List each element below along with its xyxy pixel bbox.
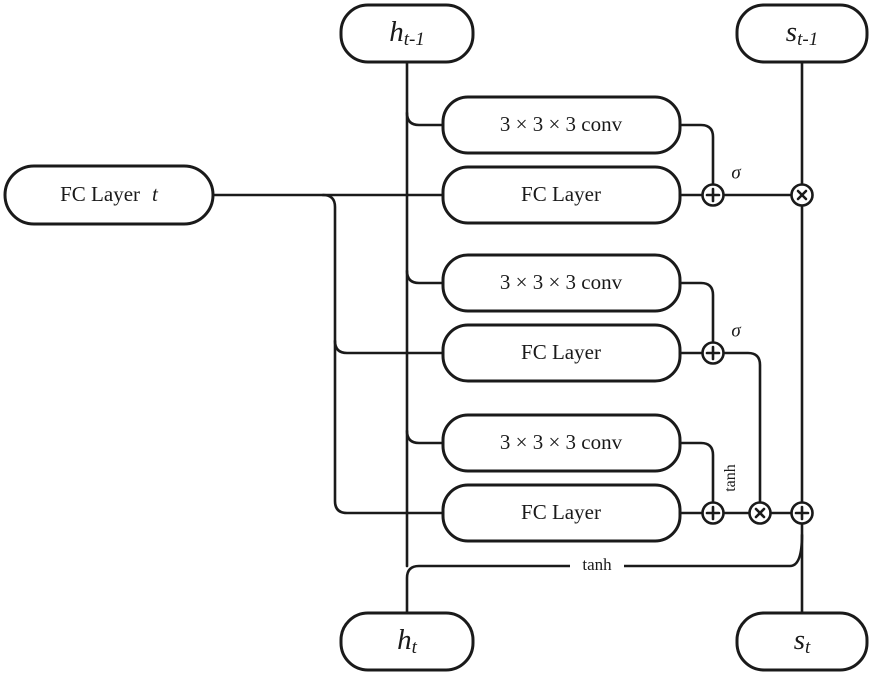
wire-add-2-to-mul-2 [721, 351, 762, 505]
wire-conv-3-to-add-3 [678, 441, 715, 505]
s-out-label: st [794, 624, 811, 659]
input-fc-layer-box[interactable] [3, 164, 215, 226]
h-prev-box[interactable] [339, 3, 475, 64]
conv-3-label: 3 × 3 × 3 conv [500, 430, 623, 454]
fc-1-label: FC Layer [521, 182, 601, 206]
conv-2-label: 3 × 3 × 3 conv [500, 270, 623, 294]
wire-input-to-fc-2 [333, 339, 445, 355]
operator-mul-2[interactable] [748, 501, 772, 525]
wire-conv-2-to-add-2 [678, 281, 715, 345]
wire-conv-1-to-add-1 [678, 123, 715, 187]
block-conv-2[interactable]: 3 × 3 × 3 conv [441, 253, 682, 313]
tanh-1-label: tanh [722, 464, 739, 492]
block-fc-1[interactable]: FC Layer [441, 165, 682, 225]
fc-3-label: FC Layer [521, 500, 601, 524]
block-fc-3[interactable]: FC Layer [441, 483, 682, 543]
s-prev-box[interactable] [735, 3, 869, 64]
block-fc-2[interactable]: FC Layer [441, 323, 682, 383]
operator-add-3[interactable] [701, 501, 725, 525]
s-out-box[interactable] [735, 611, 869, 672]
wire-h-prev-to-conv-3 [405, 429, 445, 445]
s-prev-label: st-1 [786, 16, 818, 51]
mul-2-x-b [754, 507, 766, 519]
operator-add-4[interactable] [790, 501, 814, 525]
operator-add-2[interactable] [701, 341, 725, 365]
tanh-2-label-top: tanh [582, 555, 612, 574]
wire-h-prev-to-conv-2 [405, 269, 445, 285]
block-conv-3[interactable]: 3 × 3 × 3 conv [441, 413, 682, 473]
state-node-s-out[interactable]: st [735, 611, 869, 672]
tanh-2-label-backdrop [570, 556, 624, 576]
wire-input-down-column [321, 193, 445, 515]
fc-3-box[interactable] [441, 483, 682, 543]
block-conv-1[interactable]: 3 × 3 × 3 conv [441, 95, 682, 155]
state-node-h-prev[interactable]: ht-1 [339, 3, 475, 64]
wire-h-prev-to-conv-1 [405, 111, 445, 127]
sigma-2-label: σ [731, 320, 741, 341]
conv-2-box[interactable] [441, 253, 682, 313]
fc-1-box[interactable] [441, 165, 682, 225]
sigma-1-label: σ [731, 162, 741, 183]
fc-2-box[interactable] [441, 323, 682, 383]
h-prev-label: ht-1 [389, 16, 425, 51]
state-node-h-out[interactable]: ht [339, 611, 475, 672]
wire-s-to-h-out-tanh [405, 533, 804, 615]
conv-3-box[interactable] [441, 413, 682, 473]
fc-2-label: FC Layer [521, 340, 601, 364]
wire-layer [211, 60, 804, 615]
operator-mul-1[interactable] [790, 183, 814, 207]
conv-1-box[interactable] [441, 95, 682, 155]
h-out-label: ht [397, 624, 418, 659]
h-out-box[interactable] [339, 611, 475, 672]
conv-1-label: 3 × 3 × 3 conv [500, 112, 623, 136]
mul-1-x-b [796, 189, 808, 201]
state-node-s-prev[interactable]: st-1 [735, 3, 869, 64]
operator-add-1[interactable] [701, 183, 725, 207]
